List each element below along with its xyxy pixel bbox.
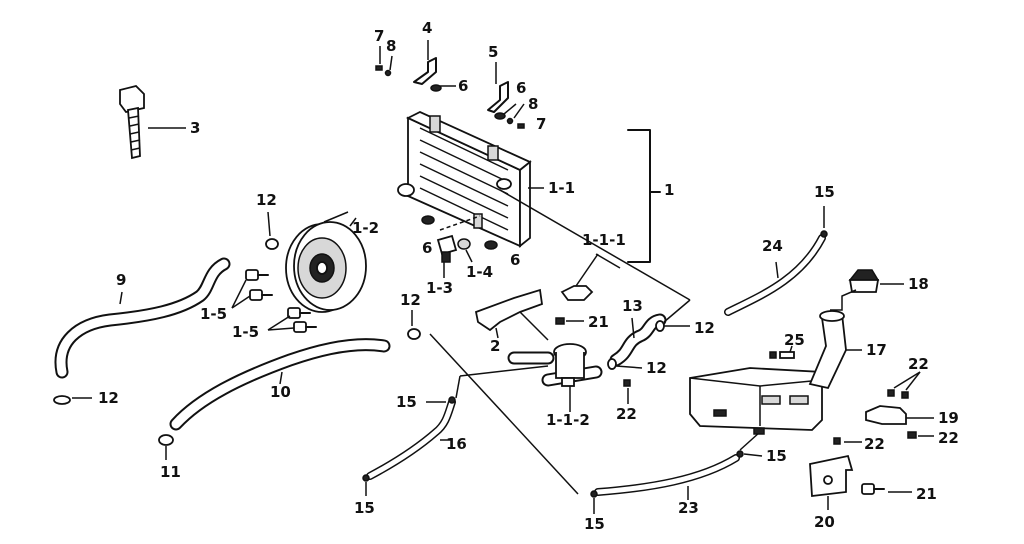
callout-5: 5 (488, 43, 499, 61)
clamp-12e (607, 358, 617, 370)
hose-23 (594, 454, 740, 496)
callout-1-2: 1-2 (352, 219, 380, 237)
fan-switch (436, 234, 458, 263)
callout-12b: 12 (98, 389, 119, 407)
callout-24: 24 (762, 237, 783, 255)
callout-1-5a: 1-5 (200, 305, 228, 323)
grommet-6d (484, 240, 498, 250)
callout-16: 16 (446, 435, 467, 453)
callout-17: 17 (866, 341, 887, 359)
callout-1-1: 1-1 (548, 179, 576, 197)
bracket-19 (865, 405, 907, 425)
callout-1: 1 (664, 181, 675, 199)
callout-4: 4 (422, 19, 433, 37)
reservoir-cap (848, 269, 880, 293)
callout-7b: 7 (536, 115, 547, 133)
callout-1-5b: 1-5 (232, 323, 260, 341)
radiator (397, 111, 532, 248)
grommet-6a (430, 84, 442, 92)
callout-9: 9 (116, 271, 127, 289)
clamp-12d (655, 320, 665, 332)
callout-12e: 12 (646, 359, 667, 377)
hose-24 (724, 234, 826, 316)
callout-6c: 6 (422, 239, 433, 257)
assembly-bracket (627, 129, 661, 263)
hose-10 (169, 338, 391, 431)
clamp-12b (53, 395, 71, 405)
cable-tie (119, 85, 186, 160)
callout-22d: 22 (938, 429, 959, 447)
bracket-4 (413, 57, 437, 85)
reservoir-tank (689, 367, 823, 435)
bracket-20 (809, 454, 854, 498)
callout-23: 23 (678, 499, 699, 517)
callout-6a: 6 (458, 77, 469, 95)
callout-15b: 15 (396, 393, 417, 411)
callout-12a: 12 (256, 191, 277, 209)
grommet-6c (421, 215, 435, 225)
callout-10: 10 (270, 383, 291, 401)
callout-1-4: 1-4 (466, 263, 494, 281)
callout-12c: 12 (400, 291, 421, 309)
callout-6d: 6 (510, 251, 521, 269)
callout-13: 13 (622, 297, 643, 315)
fan-bolts (245, 269, 317, 333)
callout-21a: 21 (588, 313, 609, 331)
callout-22a: 22 (616, 405, 637, 423)
callout-15c: 15 (354, 499, 375, 517)
callout-21b: 21 (916, 485, 937, 503)
grommet-6b (494, 112, 506, 120)
callout-22c: 22 (864, 435, 885, 453)
callout-3: 3 (190, 119, 201, 137)
clamp-12c (407, 328, 421, 340)
callout-19: 19 (938, 409, 959, 427)
callout-25: 25 (784, 331, 805, 349)
hose-9 (54, 257, 231, 379)
callout-2: 2 (490, 337, 501, 355)
filler-neck-17 (808, 310, 847, 390)
callout-20: 20 (814, 513, 835, 531)
callout-1-1-2: 1-1-2 (546, 411, 590, 429)
callout-1-3: 1-3 (426, 279, 454, 297)
callout-7a: 7 (374, 27, 385, 45)
cooling-fan (285, 217, 367, 313)
callout-18: 18 (908, 275, 929, 293)
small-bolts-22 (623, 379, 917, 445)
filler-neck-pipe (507, 343, 603, 387)
callout-12d: 12 (694, 319, 715, 337)
hose-16 (366, 398, 456, 480)
hose-13 (609, 313, 667, 367)
callout-15a: 15 (814, 183, 835, 201)
callout-11: 11 (160, 463, 181, 481)
bracket-5 (487, 81, 509, 113)
callout-15e: 15 (766, 447, 787, 465)
callout-6b: 6 (516, 79, 527, 97)
clamp-11 (158, 434, 174, 446)
callout-22b: 22 (908, 355, 929, 373)
washer-1-4 (457, 238, 471, 250)
callout-8b: 8 (528, 95, 539, 113)
clamp-12a (265, 238, 279, 250)
radiator-cap (560, 285, 594, 301)
callout-8a: 8 (386, 37, 397, 55)
callout-1-1-1: 1-1-1 (582, 231, 626, 249)
callout-15d: 15 (584, 515, 605, 533)
